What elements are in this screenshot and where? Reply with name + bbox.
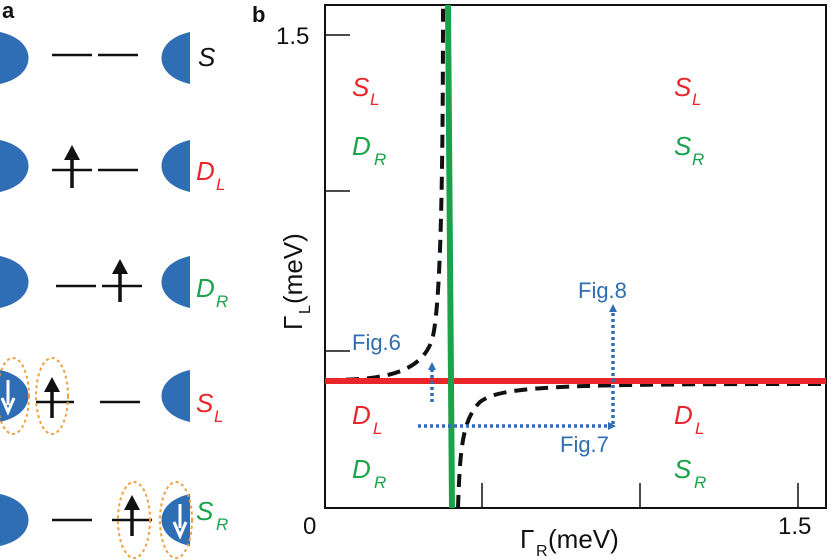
state-label-sl: S	[196, 388, 214, 418]
fig7-label: Fig.7	[560, 432, 609, 457]
left-lead	[0, 140, 29, 192]
row-dr: D R	[0, 256, 228, 311]
panel-b-label: b	[252, 2, 265, 27]
region-label-sub: L	[695, 419, 704, 438]
state-label-dr: D	[196, 273, 215, 303]
region-bottom-right: D L S R	[674, 400, 706, 492]
region-label-sub: R	[692, 150, 704, 169]
arrow-head-icon	[64, 145, 80, 160]
panel-a-label: a	[2, 0, 15, 23]
left-lead	[0, 494, 29, 546]
y-axis-label: Γ L (meV)	[278, 233, 314, 330]
region-label: S	[674, 454, 692, 484]
left-lead	[0, 32, 29, 84]
region-label-sub: L	[370, 90, 379, 109]
row-s: S	[0, 32, 216, 84]
region-label: S	[352, 72, 370, 102]
state-label-dl-sub: L	[216, 175, 225, 194]
phase-boundary-upper-left	[324, 4, 445, 382]
region-label-sub: L	[692, 90, 701, 109]
arrow-head-icon	[112, 259, 128, 274]
region-label: D	[352, 131, 371, 161]
y-tick-label-max: 1.5	[276, 23, 309, 50]
left-lead	[0, 256, 29, 308]
region-label-sub: R	[374, 150, 386, 169]
region-label: D	[352, 400, 371, 430]
lead-spin-down-arrow-icon	[0, 380, 16, 416]
region-label: S	[674, 72, 692, 102]
singlet-ellipse	[117, 481, 151, 559]
right-lead	[161, 370, 190, 422]
x-axis-symbol: Γ	[520, 524, 534, 554]
x-axis-sub: R	[536, 543, 548, 560]
region-label: D	[674, 400, 693, 430]
state-label-sl-sub: L	[214, 407, 223, 426]
left-lead	[0, 370, 29, 422]
fig6-label: Fig.6	[352, 330, 401, 355]
arrow-head-icon	[124, 495, 140, 510]
region-top-right: S L S R	[674, 72, 704, 169]
x-tick-label-max: 1.5	[778, 513, 811, 540]
fig8-label: Fig.8	[578, 278, 627, 303]
region-label-sub: R	[694, 473, 706, 492]
singlet-ellipse	[35, 357, 69, 435]
state-label-s: S	[198, 42, 216, 72]
phase-boundary-lower-right	[456, 382, 827, 509]
region-label: D	[352, 454, 371, 484]
state-label-dr-sub: R	[216, 292, 228, 311]
x-tick-label-0: 0	[303, 513, 316, 540]
row-dl: D L	[0, 140, 225, 194]
region-label-sub: L	[373, 419, 382, 438]
right-lead	[161, 32, 190, 84]
region-label-sub: R	[374, 473, 386, 492]
green-boundary-line	[445, 4, 455, 509]
y-axis-sub: L	[297, 305, 314, 314]
plot-frame	[324, 4, 827, 509]
lead-spin-down-arrow-icon	[172, 504, 188, 540]
right-lead	[161, 256, 190, 308]
singlet-ellipse	[159, 481, 193, 559]
singlet-ellipse	[0, 357, 30, 435]
right-lead	[161, 140, 190, 192]
row-sl: S L	[0, 357, 223, 435]
state-label-dl: D	[196, 156, 215, 186]
arrow-head-icon	[44, 377, 60, 392]
y-axis-unit: (meV)	[278, 233, 308, 304]
state-label-sr: S	[196, 496, 214, 526]
y-axis-symbol: Γ	[278, 316, 308, 330]
state-label-sr-sub: R	[216, 515, 228, 534]
x-axis-unit: (meV)	[548, 524, 619, 554]
x-axis-label: Γ R (meV)	[520, 524, 619, 560]
row-sr: S R	[0, 481, 228, 559]
region-top-left: S L D R	[352, 72, 386, 169]
region-label: S	[674, 131, 692, 161]
region-bottom-left: D L D R	[352, 400, 386, 492]
right-lead	[161, 494, 190, 546]
